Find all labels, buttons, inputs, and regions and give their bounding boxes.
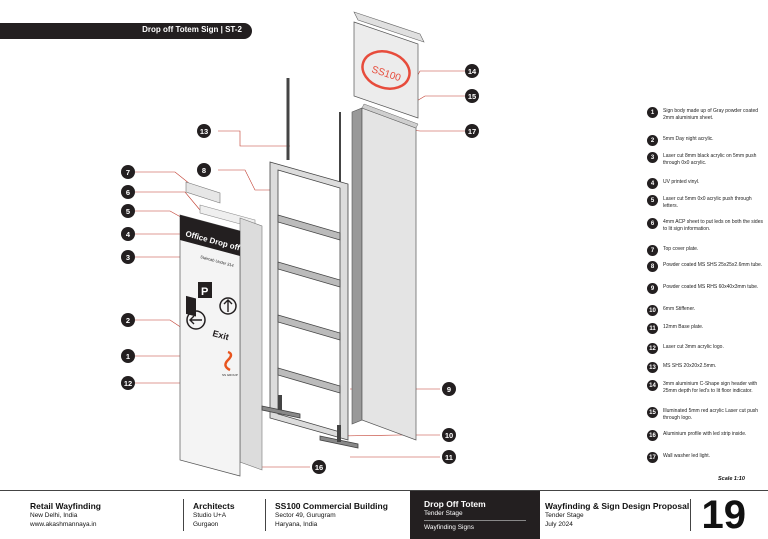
callout-10: 10 — [442, 428, 456, 442]
building-block: SS100 Commercial Building Sector 49, Gur… — [275, 501, 388, 528]
callout-6: 6 — [121, 185, 135, 199]
small-logo-text: SS GROUP — [222, 373, 238, 377]
callout-17: 17 — [465, 124, 479, 138]
callout-5: 5 — [121, 204, 135, 218]
arrow-left-icon — [186, 310, 206, 330]
page-number: 19 — [701, 493, 747, 537]
callout-12: 12 — [121, 376, 135, 390]
sheet-title: Drop off Totem Sign | ST-2 — [142, 25, 242, 34]
steel-frame — [261, 78, 359, 449]
callout-14: 14 — [465, 64, 479, 78]
project-block: Retail Wayfinding New Delhi, India www.a… — [30, 501, 101, 528]
small-logo-mark — [224, 350, 233, 372]
drawing-scale: Scale 1:10 — [718, 476, 745, 482]
callout-7: 7 — [121, 165, 135, 179]
callout-8: 8 — [197, 163, 211, 177]
architects-block: Architects Studio U+A Gurgaon — [193, 501, 235, 528]
title-block: Retail Wayfinding New Delhi, India www.a… — [0, 490, 768, 539]
callout-1: 1 — [121, 349, 135, 363]
parking-box — [198, 282, 212, 298]
exit-label: Exit — [211, 328, 230, 342]
back-panel — [351, 103, 419, 441]
callout-16: 16 — [312, 460, 326, 474]
header-box: SS100 — [353, 11, 425, 119]
callout-2: 2 — [121, 313, 135, 327]
callout-3: 3 — [121, 250, 135, 264]
callout-11: 11 — [442, 450, 456, 464]
callout-9: 9 — [442, 382, 456, 396]
proposal-block: Wayfinding & Sign Design Proposal Tender… — [545, 501, 690, 528]
callout-4: 4 — [121, 227, 135, 241]
sheet-block: Drop Off Totem Tender Stage Wayfinding S… — [410, 491, 540, 539]
sheet-title-bar: Drop off Totem Sign | ST-2 — [0, 23, 252, 39]
parking-letter: P — [201, 286, 208, 298]
arrow-up-icon — [219, 297, 237, 315]
front-sign-panel: Office Drop off Staircab Under 314 P Exi… — [179, 181, 263, 477]
ss100-logo-outline — [361, 50, 411, 90]
callout-15: 15 — [465, 89, 479, 103]
callout-13: 13 — [197, 124, 211, 138]
